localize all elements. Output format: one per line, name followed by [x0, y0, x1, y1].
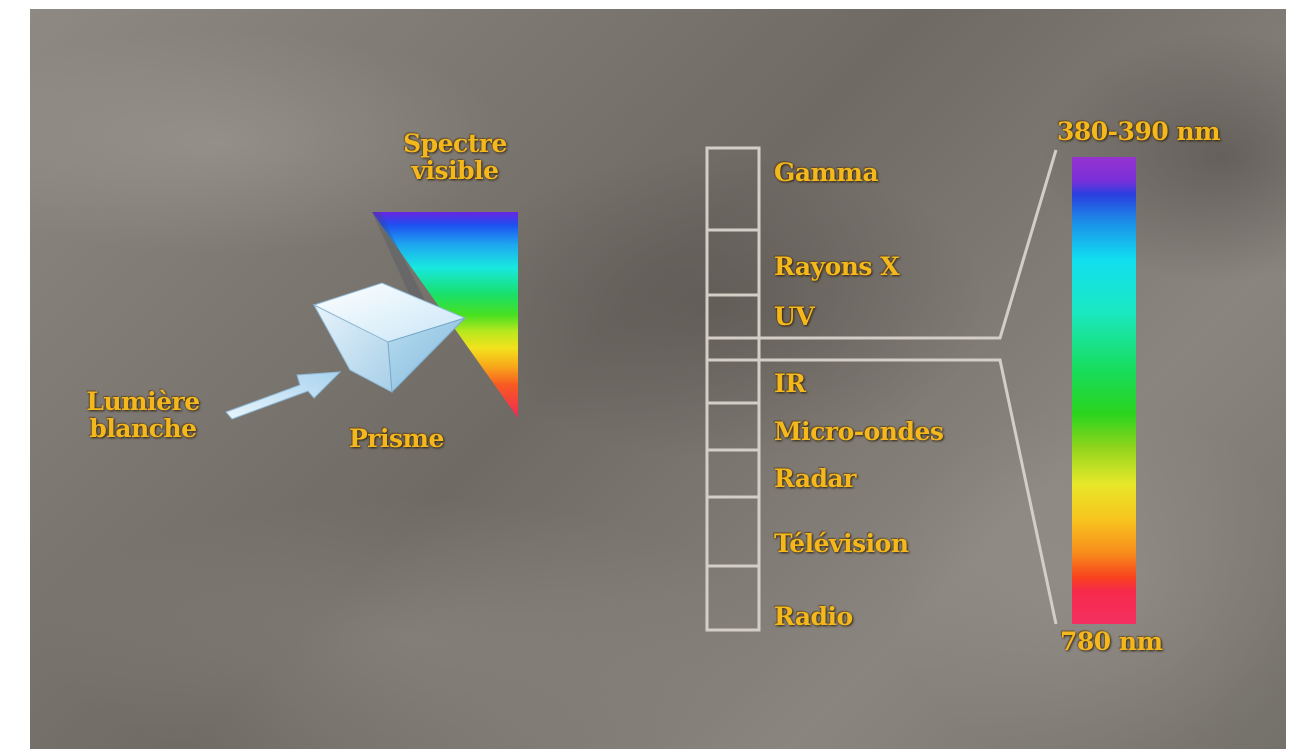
visible-spectrum-bar — [1072, 157, 1136, 624]
band-label-gamma: Gamma — [774, 158, 879, 187]
zoom-line-top — [712, 149, 1058, 340]
band-label-xray: Rayons X — [774, 252, 900, 281]
band-box-uv — [705, 293, 761, 340]
band-box-ir — [705, 358, 761, 405]
band-label-microwave: Micro-ondes — [774, 417, 944, 446]
band-label-television: Télévision — [774, 529, 909, 558]
band-box-microwave — [705, 401, 761, 452]
band-box-radio — [705, 564, 761, 632]
band-label-radar: Radar — [774, 464, 856, 493]
band-box-radar — [705, 448, 761, 499]
band-box-visible — [705, 336, 761, 362]
prism-shape — [312, 282, 467, 394]
band-box-television — [705, 495, 761, 568]
em-spectrum-column — [705, 146, 761, 632]
wavelength-bottom-label: 780 nm — [1060, 627, 1163, 656]
white-light-label: Lumière blanche — [86, 387, 200, 443]
band-box-xray — [705, 228, 761, 297]
band-box-gamma — [705, 146, 761, 232]
band-label-radio: Radio — [774, 602, 853, 631]
white-light-arrow-icon — [225, 371, 342, 420]
band-label-ir: IR — [774, 369, 806, 398]
prism-label: Prisme — [349, 424, 444, 453]
wavelength-top-label: 380-390 nm — [1057, 117, 1221, 146]
zoom-line-bottom — [712, 358, 1058, 625]
visible-spectrum-label: Spectre visible — [403, 129, 507, 185]
band-label-uv: UV — [774, 302, 815, 331]
